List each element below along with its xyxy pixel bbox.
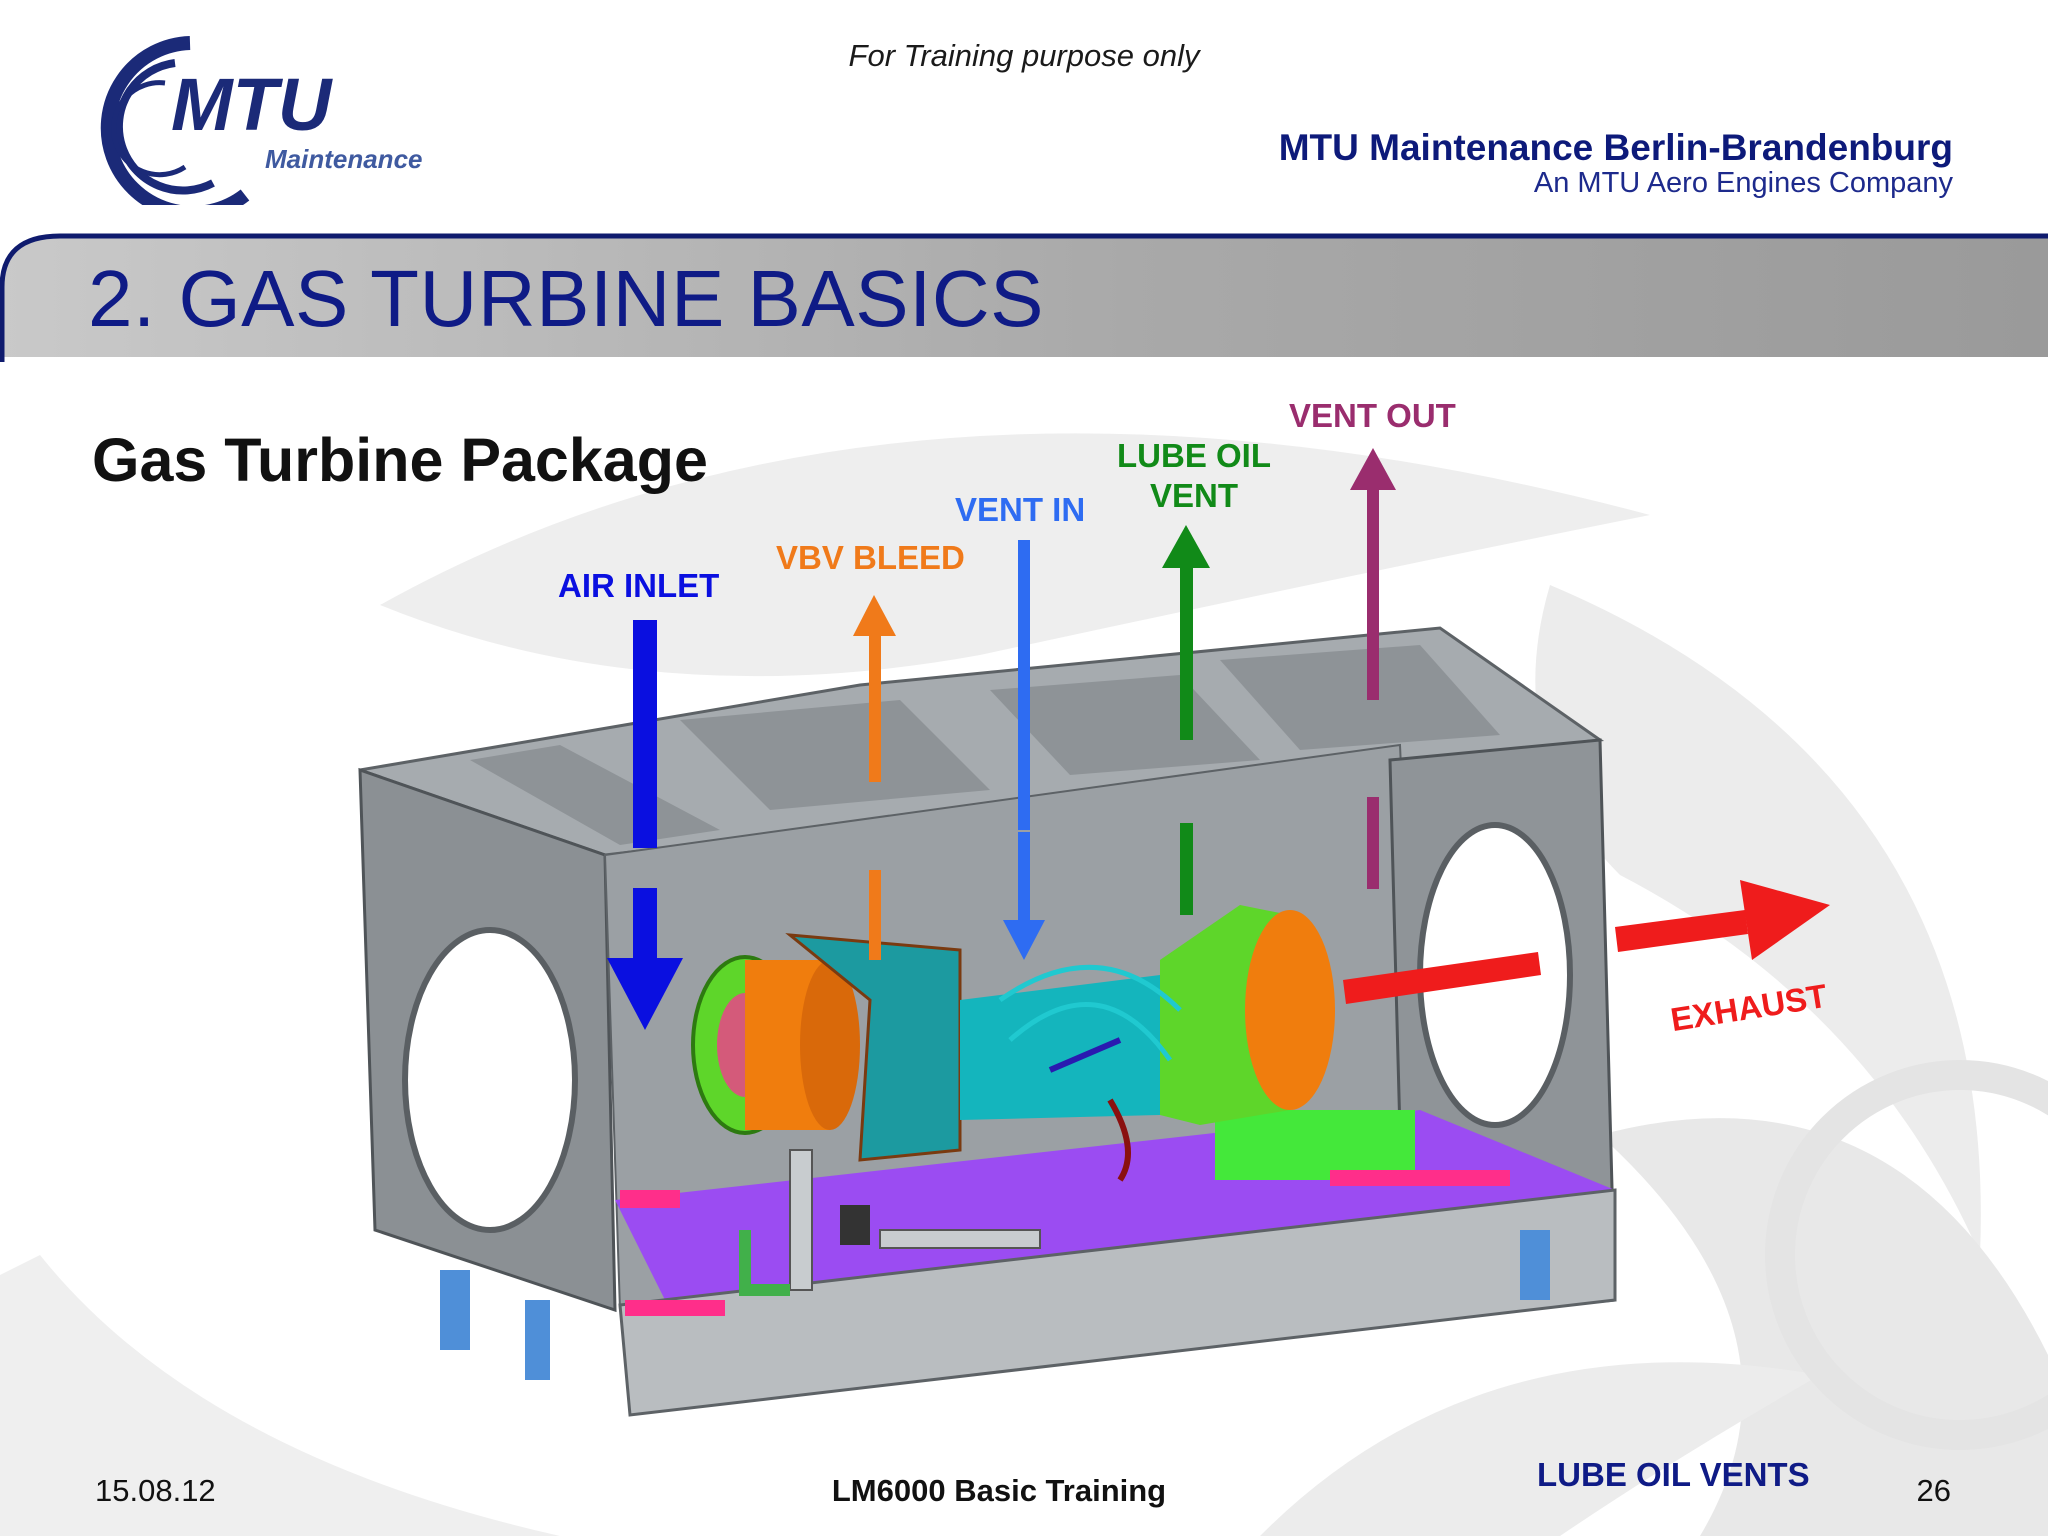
- vent-out-arrow: [1350, 448, 1396, 889]
- logo-subtext: Maintenance: [265, 144, 423, 174]
- lube-oil-vent-arrow: [1162, 525, 1210, 915]
- vbv-bleed-arrow: [853, 595, 896, 960]
- training-note: For Training purpose only: [848, 38, 1200, 73]
- exhaust-arrow: [1343, 880, 1830, 1004]
- lube-oil-vent-label-line1: LUBE OIL: [1117, 437, 1271, 474]
- vent-out-label: VENT OUT: [1289, 397, 1456, 434]
- section-title: 2. GAS TURBINE BASICS: [88, 254, 1044, 343]
- base-skid: [440, 1110, 1617, 1417]
- vent-in-arrow: [1003, 540, 1045, 960]
- gas-turbine-engine: [691, 905, 1335, 1182]
- enclosure-left-wall: [358, 767, 617, 1313]
- air-inlet-arrow: [607, 620, 683, 1030]
- lower-piping: [739, 1149, 1041, 1296]
- page-number: 26: [1916, 1473, 1951, 1508]
- company-block: MTU Maintenance Berlin-Brandenburg An MT…: [1278, 127, 1953, 199]
- footer-course: LM6000 Basic Training: [831, 1473, 1167, 1508]
- company-name: MTU Maintenance Berlin-Brandenburg: [1278, 127, 1953, 168]
- footer-topic: LUBE OIL VENTS: [1537, 1456, 1810, 1493]
- vent-in-label: VENT IN: [955, 491, 1086, 528]
- lube-oil-vent-label: LUBE OIL VENT: [1114, 436, 1274, 516]
- company-subtitle: An MTU Aero Engines Company: [1533, 167, 1953, 199]
- logo-wordmark: MTU: [171, 63, 333, 146]
- air-inlet-label: AIR INLET: [558, 567, 720, 604]
- slide-heading: Gas Turbine Package: [92, 426, 708, 494]
- lube-oil-vent-label-line2: VENT: [1149, 477, 1238, 514]
- vbv-bleed-label: VBV BLEED: [776, 539, 965, 576]
- enclosure-roof: [359, 626, 1605, 857]
- footer-date: 15.08.12: [95, 1473, 216, 1508]
- title-band: [0, 233, 2048, 362]
- background-swirl: [0, 433, 2048, 1536]
- mtu-logo: MTU Maintenance: [100, 36, 423, 205]
